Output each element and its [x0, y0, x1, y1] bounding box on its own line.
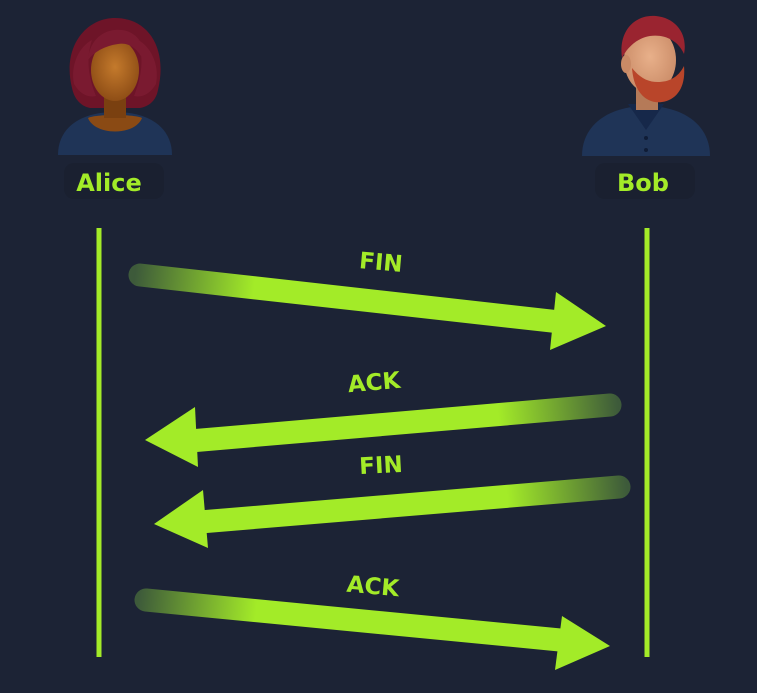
message-fin-bob-to-alice: FIN	[154, 452, 631, 548]
message-arrow-shaft	[134, 588, 572, 652]
message-label: FIN	[359, 452, 404, 480]
arrow-head-left-icon	[145, 407, 198, 467]
arrow-head-left-icon	[154, 490, 208, 548]
message-label: ACK	[347, 368, 403, 399]
bob-name-plate	[595, 163, 695, 199]
arrow-head-right-icon	[550, 292, 606, 350]
message-ack-bob-to-alice: ACK	[145, 368, 622, 467]
alice-avatar	[58, 18, 172, 155]
message-arrow-shaft	[178, 393, 622, 453]
arrow-head-right-icon	[555, 616, 610, 670]
alice-name-plate	[64, 163, 164, 199]
message-arrow-shaft	[128, 263, 572, 334]
message-ack-alice-to-bob: ACK	[134, 572, 610, 670]
message-label: FIN	[358, 248, 404, 278]
message-arrow-shaft	[188, 475, 631, 534]
message-label: ACK	[346, 572, 402, 603]
bob-name-label: Bob	[617, 169, 669, 197]
message-fin-alice-to-bob: FIN	[128, 248, 606, 350]
alice-name-label: Alice	[76, 169, 142, 197]
bob-avatar	[582, 15, 710, 156]
